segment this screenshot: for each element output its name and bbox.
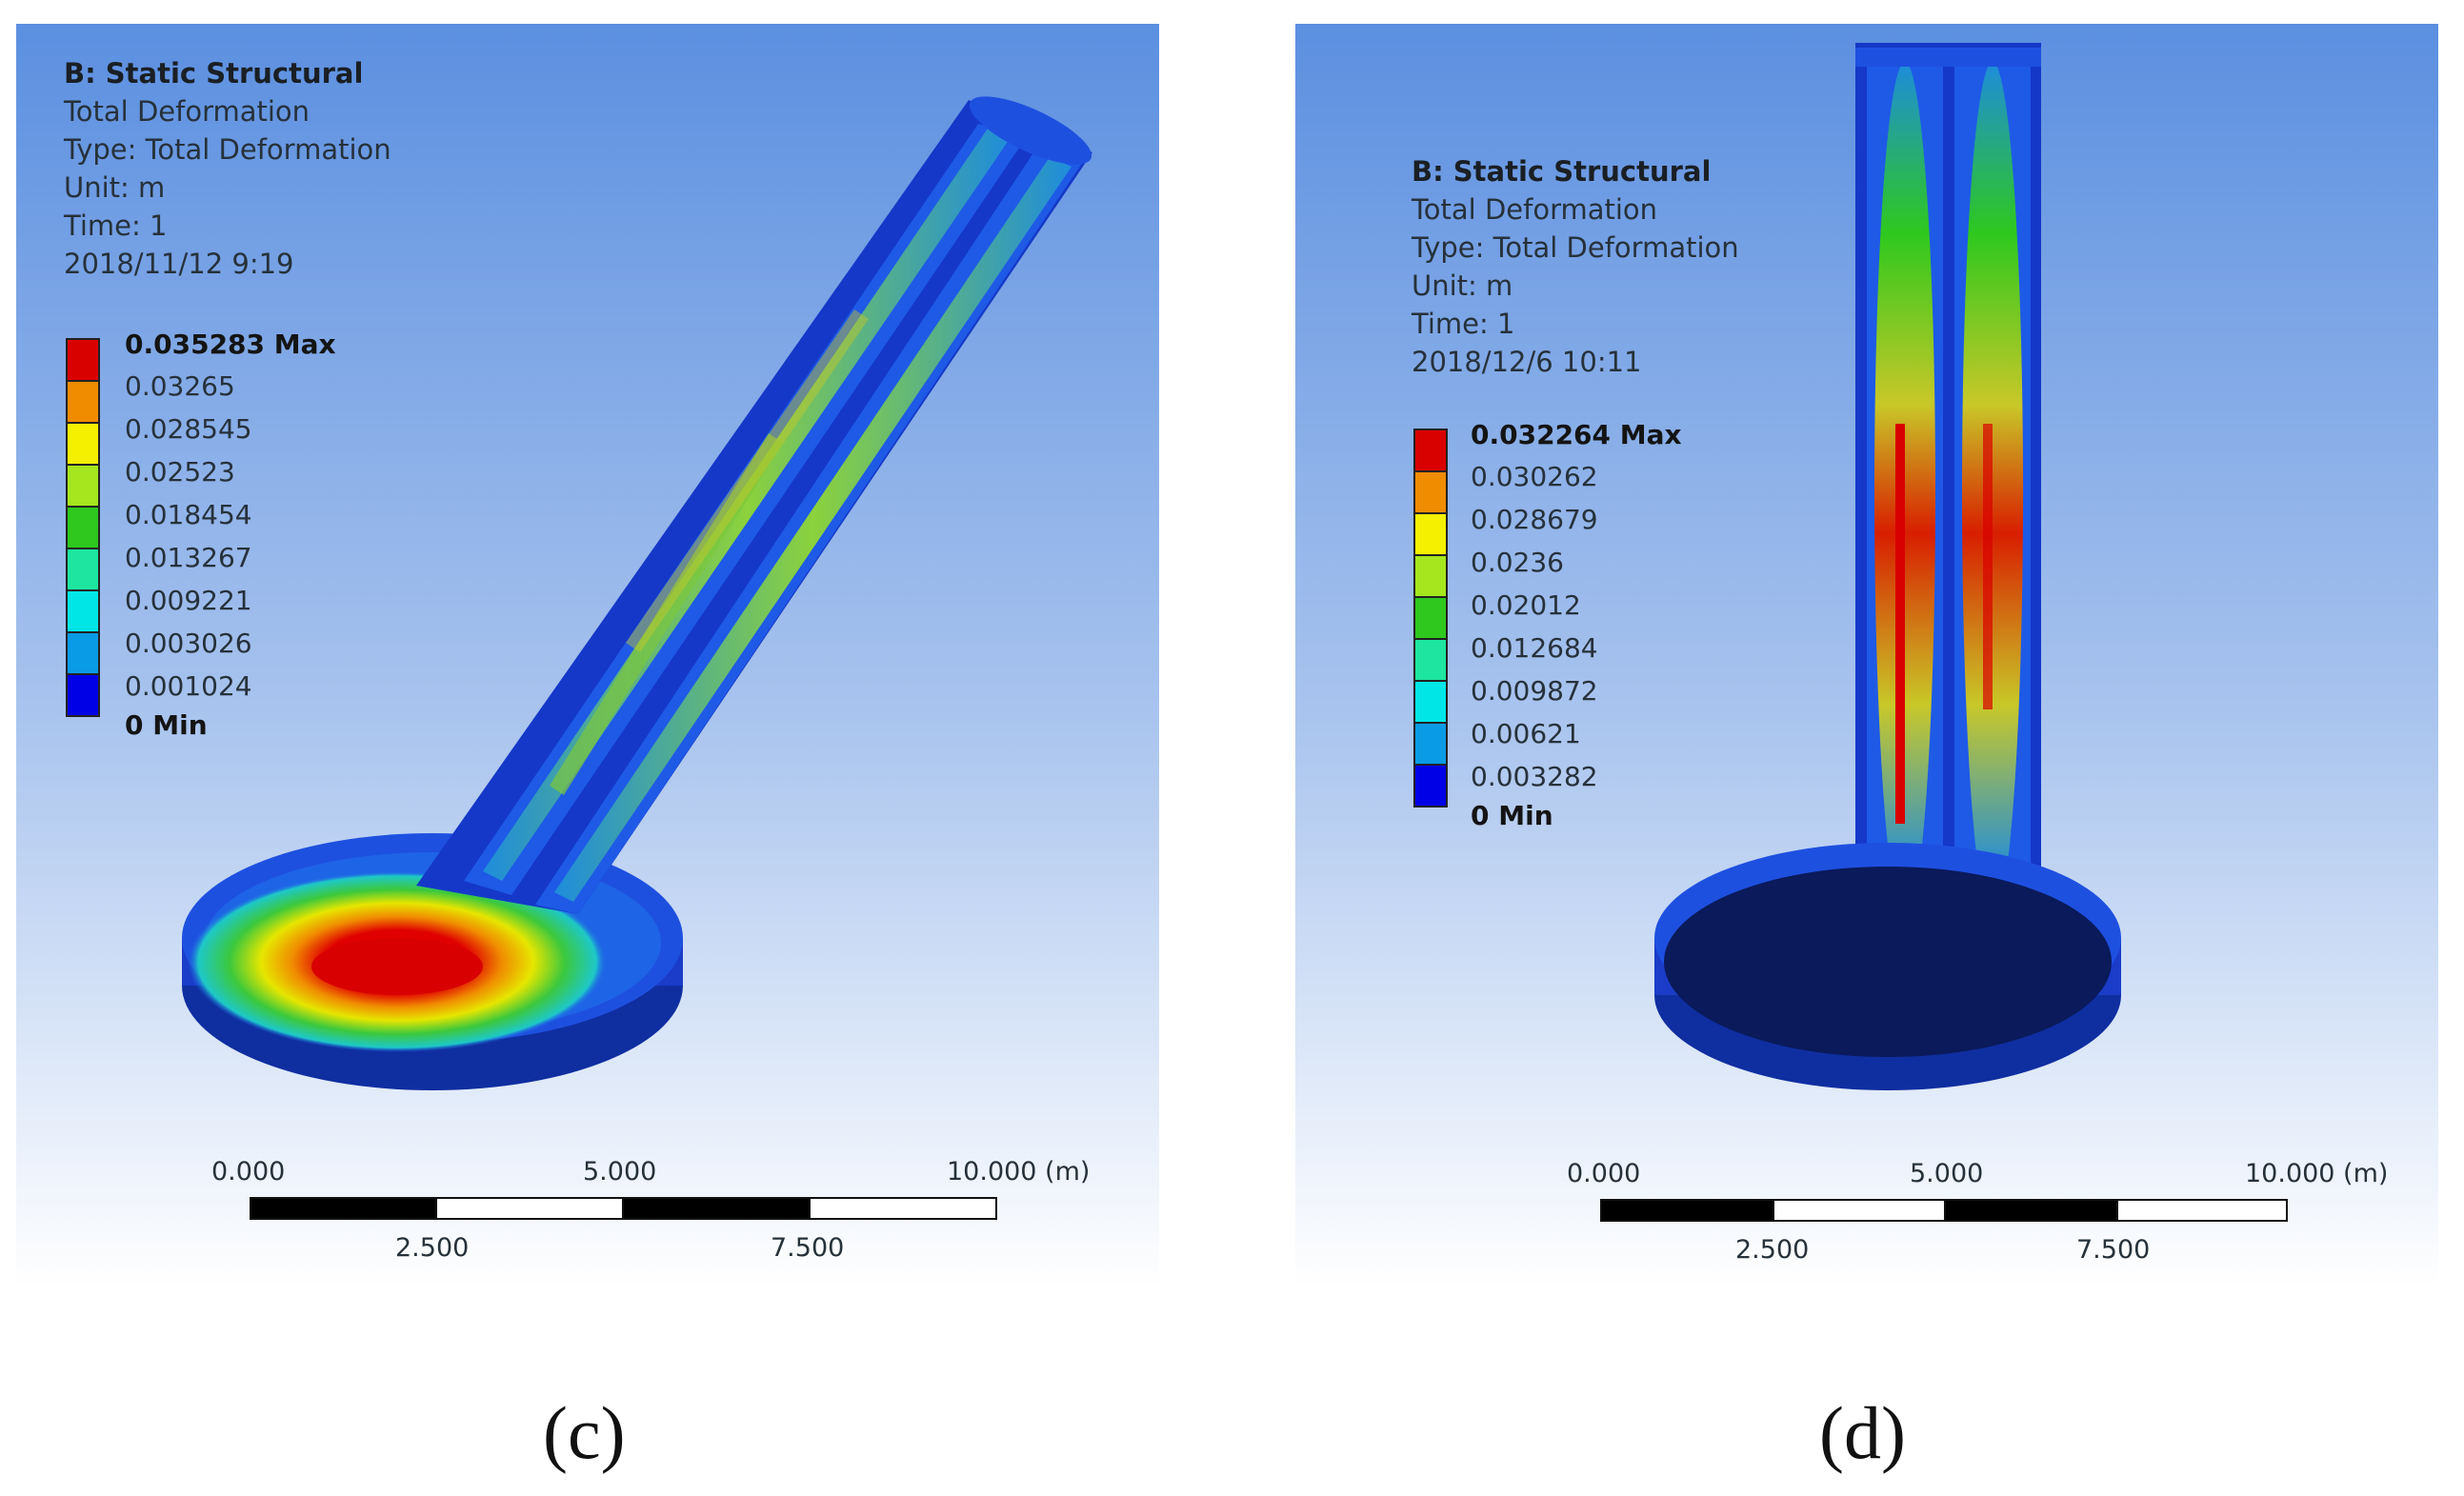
legend-swatch [1413,554,1448,598]
caption-d: (d) [1819,1391,1906,1474]
legend-label: 0.00621 [1471,718,1581,749]
result-type: Type: Total Deformation [1412,231,1739,264]
legend-label: 0.013267 [125,542,252,573]
result-time: Time: 1 [64,209,168,242]
scale-tick: 2.500 [1735,1235,1810,1265]
legend-swatch [66,673,100,717]
legend-swatch [1413,512,1448,556]
legend-label: 0.009221 [125,585,252,616]
analysis-title: B: Static Structural [1412,155,1712,188]
scale-tick: 0.000 [1567,1159,1641,1188]
legend-label: 0.0236 [1471,547,1564,578]
legend-label: 0.003026 [125,628,252,659]
legend-swatch [66,422,100,466]
panel-d: B: Static Structural Total Deformation T… [1295,24,2438,1286]
legend-label-max: 0.035283 Max [125,329,336,360]
scale-segment [1944,1199,2118,1222]
legend-swatch [1413,429,1448,472]
scale-segment [1773,1199,1946,1222]
scale-segment [2116,1199,2288,1222]
analysis-title: B: Static Structural [64,57,364,90]
result-name: Total Deformation [64,95,311,128]
result-unit: Unit: m [1412,269,1513,302]
scale-tick: 10.000 (m) [947,1157,1091,1187]
scale-tick: 10.000 (m) [2245,1159,2389,1188]
legend-label-min: 0 Min [125,709,208,741]
legend-swatch [1413,638,1448,682]
result-type: Type: Total Deformation [64,133,391,166]
legend-swatch [1413,722,1448,766]
scale-segment [435,1197,624,1220]
legend-label-min: 0 Min [1471,800,1553,831]
legend-label: 0.02012 [1471,589,1581,621]
legend-label: 0.001024 [125,670,252,702]
result-name: Total Deformation [1412,193,1658,226]
legend-swatch [66,464,100,508]
scale-tick: 7.500 [2076,1235,2151,1265]
result-time: Time: 1 [1412,308,1515,340]
result-unit: Unit: m [64,171,166,204]
legend-label: 0.02523 [125,456,235,488]
legend-label: 0.028679 [1471,504,1598,535]
scale-segment [1600,1199,1774,1222]
scale-bar-c: 0.000 5.000 10.000 (m) 2.500 7.500 [16,1157,1159,1281]
legend-label: 0.009872 [1471,675,1598,707]
result-date: 2018/11/12 9:19 [64,248,294,280]
legend-swatch [66,380,100,424]
legend-swatch [66,338,100,382]
legend-swatch [66,631,100,675]
scale-segment [250,1197,437,1220]
result-info-c: B: Static Structural Total Deformation T… [64,54,391,283]
deformation-render-d [1295,24,2438,1286]
result-date: 2018/12/6 10:11 [1412,346,1642,378]
legend-label: 0.012684 [1471,632,1598,664]
scale-tick: 5.000 [583,1157,657,1187]
legend-label: 0.03265 [125,370,235,402]
scale-tick: 0.000 [211,1157,286,1187]
legend-swatch [66,589,100,633]
legend-label: 0.030262 [1471,461,1598,492]
legend-swatch [1413,680,1448,724]
legend-swatch [1413,470,1448,514]
result-info-d: B: Static Structural Total Deformation T… [1412,152,1739,381]
legend-label: 0.018454 [125,499,252,530]
caption-c: (c) [543,1391,626,1474]
scale-segment [622,1197,811,1220]
deformation-render-c [16,24,1159,1286]
legend-swatch [66,506,100,549]
scale-segment [809,1197,997,1220]
legend-swatch [1413,764,1448,808]
scale-bar-d: 0.000 5.000 10.000 (m) 2.500 7.500 [1295,1159,2438,1283]
legend-swatch [1413,596,1448,640]
scale-tick: 7.500 [771,1233,845,1263]
scale-tick: 5.000 [1910,1159,1984,1188]
legend-label-max: 0.032264 Max [1471,419,1682,450]
legend-label: 0.003282 [1471,761,1598,792]
legend-label: 0.028545 [125,413,252,445]
panel-c: B: Static Structural Total Deformation T… [16,24,1159,1286]
legend-swatch [66,548,100,591]
scale-tick: 2.500 [395,1233,470,1263]
